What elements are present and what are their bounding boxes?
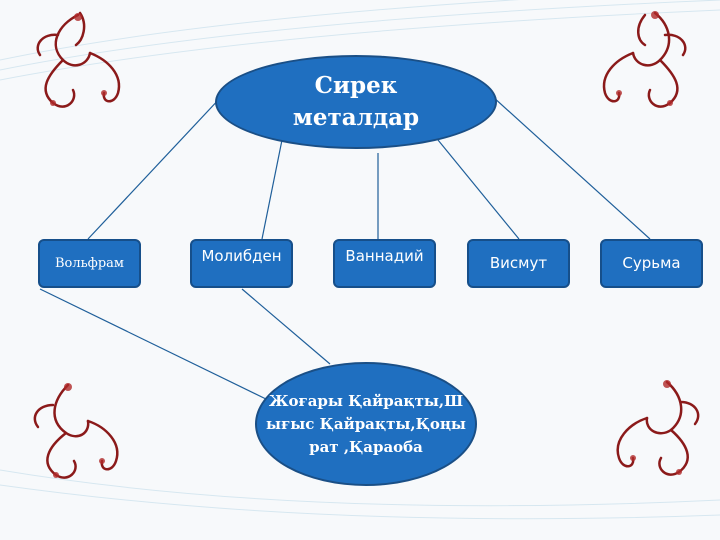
metal-node-antimony: Сурьма <box>600 239 703 288</box>
connector-root-antimony <box>491 95 651 240</box>
connector-root-wolfram <box>87 95 223 240</box>
root-node-label: Сирек металдар <box>292 72 420 131</box>
metal-node-label: Ваннадий <box>345 247 424 265</box>
metal-node-bismuth: Висмут <box>467 239 570 288</box>
connector-wolfram-deposits <box>39 288 269 401</box>
deposits-node: Жоғары Қайрақты,Шығыс Қайрақты,Қоңырат ,… <box>255 362 477 486</box>
metal-node-label: Молибден <box>201 247 282 265</box>
ornament-top-right <box>602 11 687 108</box>
metal-node-label: Висмут <box>489 254 548 272</box>
ornament-bottom-right <box>616 380 700 476</box>
metal-node-molybdenum: Молибден <box>190 239 293 288</box>
root-node-rare-metals: Сирек металдар <box>215 55 497 149</box>
connector-molybdenum-deposits <box>241 288 331 365</box>
deposits-node-label: Жоғары Қайрақты,Шығыс Қайрақты,Қоңырат ,… <box>266 391 466 456</box>
metal-node-label: Сурьма <box>622 254 681 272</box>
connector-root-molybdenum <box>261 139 283 240</box>
ornament-top-left <box>36 11 121 108</box>
metal-node-wolfram: Вольфрам <box>38 239 141 288</box>
ornament-bottom-left <box>33 383 119 479</box>
metal-node-label: Вольфрам <box>54 256 125 271</box>
connector-root-bismuth <box>437 139 520 240</box>
metal-node-vanadium: Ваннадий <box>333 239 436 288</box>
